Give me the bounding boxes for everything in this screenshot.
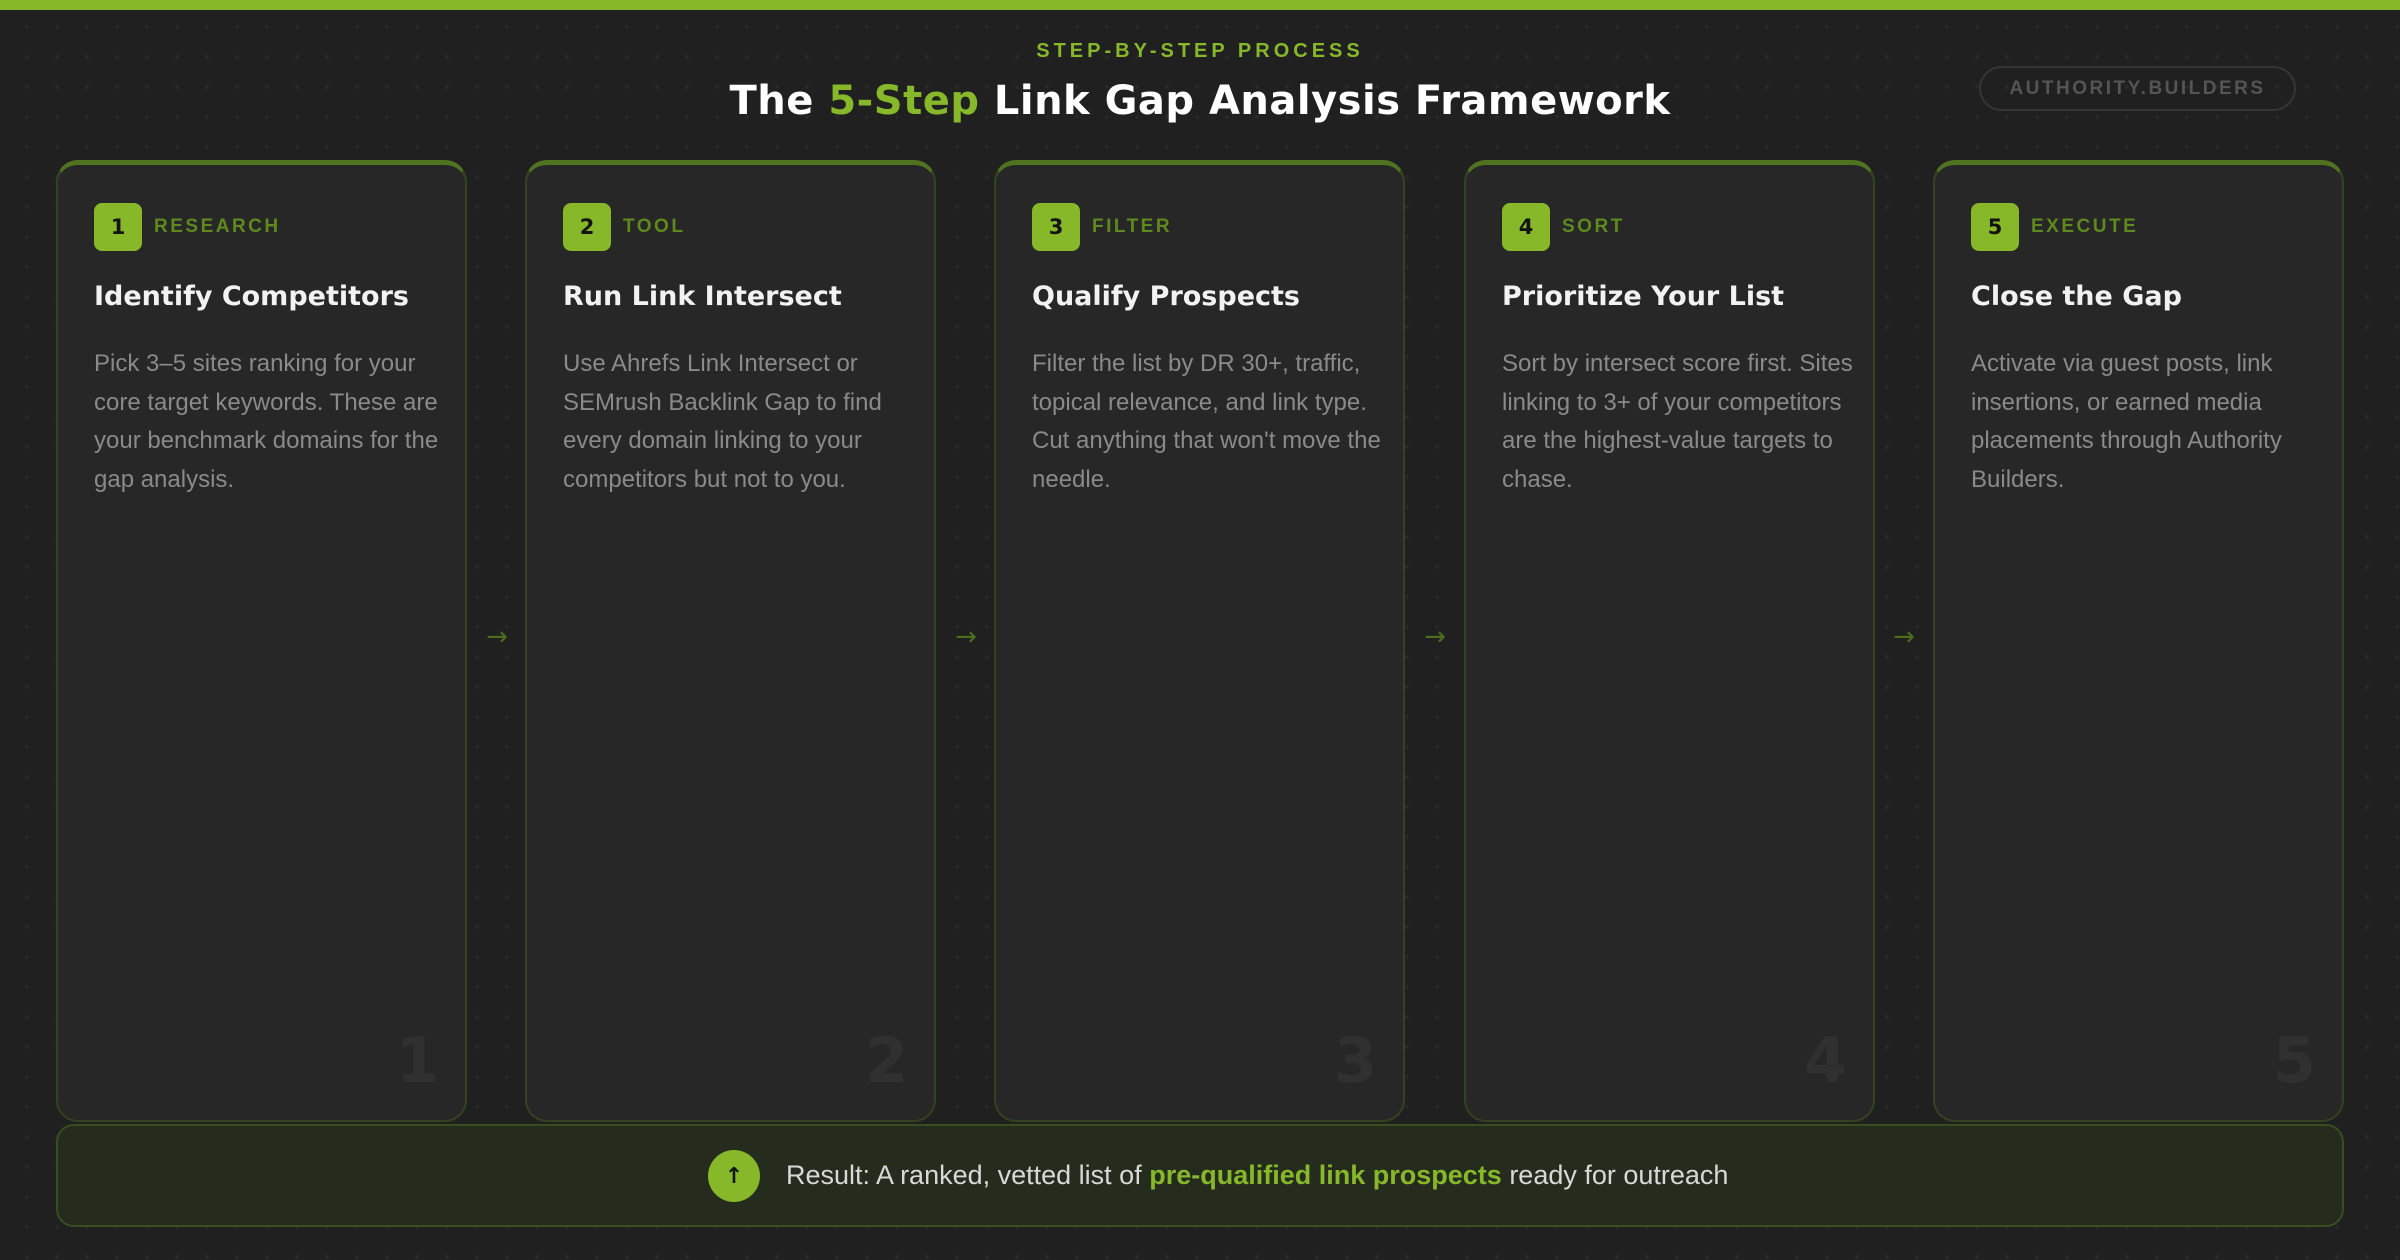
step-card-5: 5 EXECUTE Close the Gap Activate via gue… (1933, 160, 2344, 1122)
step-tag: EXECUTE (2031, 216, 2139, 237)
top-accent-bar (0, 0, 2400, 10)
step-description: Use Ahrefs Link Intersect or SEMrush Bac… (563, 350, 882, 493)
step-watermark-number: 3 (1333, 1024, 1377, 1097)
step-header: 2 TOOL (563, 203, 685, 251)
section-eyebrow: STEP-BY-STEP PROCESS (1036, 40, 1364, 62)
step-header: 5 EXECUTE (1971, 203, 2138, 251)
step-number-badge: 3 (1032, 203, 1080, 251)
step-tag: FILTER (1092, 216, 1173, 237)
title-accent: 5-Step (828, 78, 980, 124)
step-header: 3 FILTER (1032, 203, 1172, 251)
step-number-badge: 4 (1502, 203, 1550, 251)
step-title: Close the Gap (1971, 281, 2182, 312)
step-title: Qualify Prospects (1032, 281, 1300, 312)
brand-badge: AUTHORITY.BUILDERS (1979, 66, 2296, 111)
step-tag: SORT (1562, 216, 1625, 237)
step-header: 4 SORT (1502, 203, 1625, 251)
arrow-right-icon: → (1893, 622, 1915, 652)
arrow-right-icon: → (486, 622, 508, 652)
step-description: Filter the list by DR 30+, traffic, topi… (1032, 350, 1381, 493)
step-title: Prioritize Your List (1502, 281, 1785, 312)
arrow-up-icon: ↑ (708, 1150, 760, 1202)
arrow-right-icon: → (1424, 622, 1446, 652)
step-watermark-number: 5 (2272, 1024, 2316, 1097)
step-tag: RESEARCH (154, 216, 281, 237)
result-suffix: ready for outreach (1509, 1160, 1729, 1190)
title-prefix: The (729, 78, 829, 124)
step-number-badge: 5 (1971, 203, 2019, 251)
result-banner: ↑ Result: A ranked, vetted list of pre-q… (56, 1124, 2344, 1227)
step-card-1: 1 RESEARCH Identify Competitors Pick 3–5… (56, 160, 467, 1122)
step-number-badge: 1 (94, 203, 142, 251)
step-description: Pick 3–5 sites ranking for your core tar… (94, 350, 439, 493)
step-number-badge: 2 (563, 203, 611, 251)
step-tag: TOOL (623, 216, 686, 237)
step-header: 1 RESEARCH (94, 203, 281, 251)
step-title: Identify Competitors (94, 281, 409, 312)
page-title: The 5-Step Link Gap Analysis Framework (0, 78, 2400, 124)
step-card-4: 4 SORT Prioritize Your List Sort by inte… (1464, 160, 1875, 1122)
step-description: Activate via guest posts, link insertion… (1971, 350, 2282, 493)
result-prefix: Result: A ranked, vetted list of (786, 1160, 1142, 1190)
result-text: Result: A ranked, vetted list of pre-qua… (786, 1126, 1728, 1225)
result-highlight: pre-qualified link prospects (1149, 1160, 1502, 1190)
step-watermark-number: 1 (395, 1024, 439, 1097)
step-description: Sort by intersect score first. Sites lin… (1502, 350, 1853, 493)
title-suffix: Link Gap Analysis Framework (979, 78, 1671, 124)
step-watermark-number: 4 (1803, 1024, 1847, 1097)
step-card-2: 2 TOOL Run Link Intersect Use Ahrefs Lin… (525, 160, 936, 1122)
step-title: Run Link Intersect (563, 281, 842, 312)
steps-row: 1 RESEARCH Identify Competitors Pick 3–5… (56, 160, 2344, 1122)
step-watermark-number: 2 (864, 1024, 908, 1097)
step-card-3: 3 FILTER Qualify Prospects Filter the li… (994, 160, 1405, 1122)
arrow-right-icon: → (955, 622, 977, 652)
